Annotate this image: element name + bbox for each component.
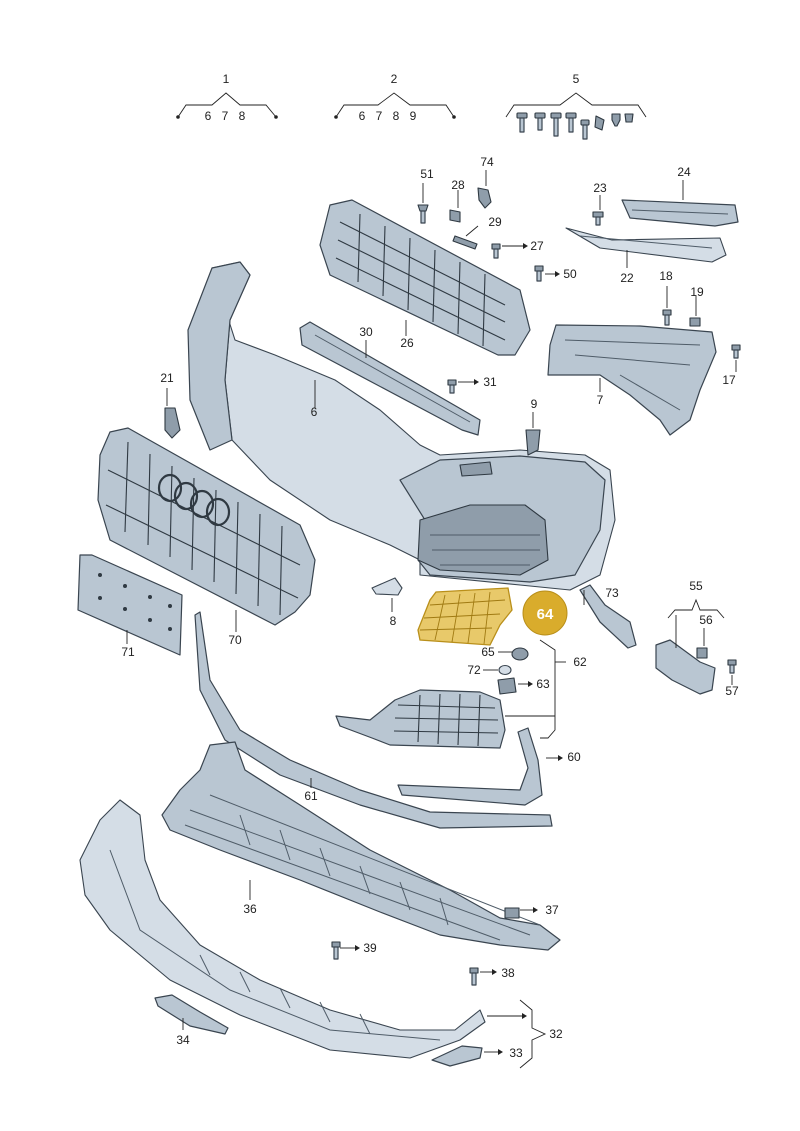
label-39: 39 [363,941,377,955]
part-73-bracket: 73 [579,584,637,649]
label-group2-9: 9 [410,109,417,123]
label-73: 73 [605,586,619,600]
label-30: 30 [359,325,373,339]
small-parts-top-center: 51 74 28 29 27 50 [417,155,577,282]
label-21: 21 [160,371,174,385]
part-6-bumper-cover: 6 [187,261,616,591]
label-33: 33 [509,1046,523,1060]
label-group2-8: 8 [393,109,400,123]
label-27: 27 [530,239,544,253]
label-61: 61 [304,789,318,803]
part-36-underbody-carrier: 36 37 39 38 [161,741,561,986]
label-7: 7 [597,393,604,407]
label-6: 6 [311,405,318,419]
label-17: 17 [722,373,736,387]
label-56: 56 [699,613,713,627]
part-30-reinforcement-strip: 30 31 [299,321,497,436]
logo-rings [157,473,231,527]
part-9-clip: 9 [525,397,541,456]
label-19: 19 [690,285,704,299]
label-23: 23 [593,181,607,195]
label-37: 37 [545,903,559,917]
label-72: 72 [467,663,481,677]
label-22: 22 [620,271,634,285]
part-24-trim: 24 [621,165,739,227]
group-bracket-55: 55 56 57 [655,579,739,698]
label-29: 29 [488,215,502,229]
label-group2-7: 7 [376,109,383,123]
label-1: 1 [223,72,230,86]
label-57: 57 [725,684,739,698]
highlight-badge [522,590,568,636]
fastener-set [516,112,634,140]
label-74: 74 [480,155,494,169]
label-71: 71 [121,645,135,659]
label-9: 9 [531,397,538,411]
label-32: 32 [549,1027,563,1041]
label-50: 50 [563,267,577,281]
part-34-side-piece: 34 [154,994,229,1047]
label-28: 28 [451,178,465,192]
label-18: 18 [659,269,673,283]
label-5: 5 [573,72,580,86]
label-34: 34 [176,1033,190,1047]
label-62: 62 [573,655,587,669]
small-parts-center: 65 72 63 [467,645,550,695]
label-60: 60 [567,750,581,764]
part-21-clip: 21 [160,371,181,439]
part-26-upper-grille: 26 [319,199,531,356]
part-8-cover-cap: 8 [371,577,403,628]
label-26: 26 [400,336,414,350]
part-33-end-piece: 33 [431,1045,523,1067]
label-36: 36 [243,902,257,916]
part-lower-grille-insert [335,689,506,749]
label-51: 51 [420,167,434,181]
label-65: 65 [481,645,495,659]
label-55: 55 [689,579,703,593]
part-64-highlighted-grille-insert: 64 [417,587,568,646]
part-60-trim-strip: 60 [397,727,581,806]
group-bracket-1: 1 6 7 8 [176,72,278,123]
label-31: 31 [483,375,497,389]
label-8: 8 [390,614,397,628]
label-group1-8: 8 [239,109,246,123]
part-22-trim: 22 23 [565,181,727,285]
label-24: 24 [677,165,691,179]
label-70: 70 [228,633,242,647]
part-61-lower-strip: 61 [194,611,553,829]
group-bracket-5: 5 [505,72,647,140]
label-2: 2 [391,72,398,86]
label-group1-6: 6 [205,109,212,123]
badge-64-text: 64 [537,606,554,623]
label-38: 38 [501,966,515,980]
group-bracket-2: 2 6 7 8 9 [334,72,456,123]
part-7-bracket: 18 19 17 7 [547,269,741,436]
group-bracket-62: 62 [505,639,587,739]
label-63: 63 [536,677,550,691]
label-group2-6: 6 [359,109,366,123]
part-70-main-grille: 70 [97,427,316,647]
part-32-front-spoiler: 32 [79,799,563,1069]
part-71-plate-holder: 71 [77,554,183,659]
label-group1-7: 7 [222,109,229,123]
